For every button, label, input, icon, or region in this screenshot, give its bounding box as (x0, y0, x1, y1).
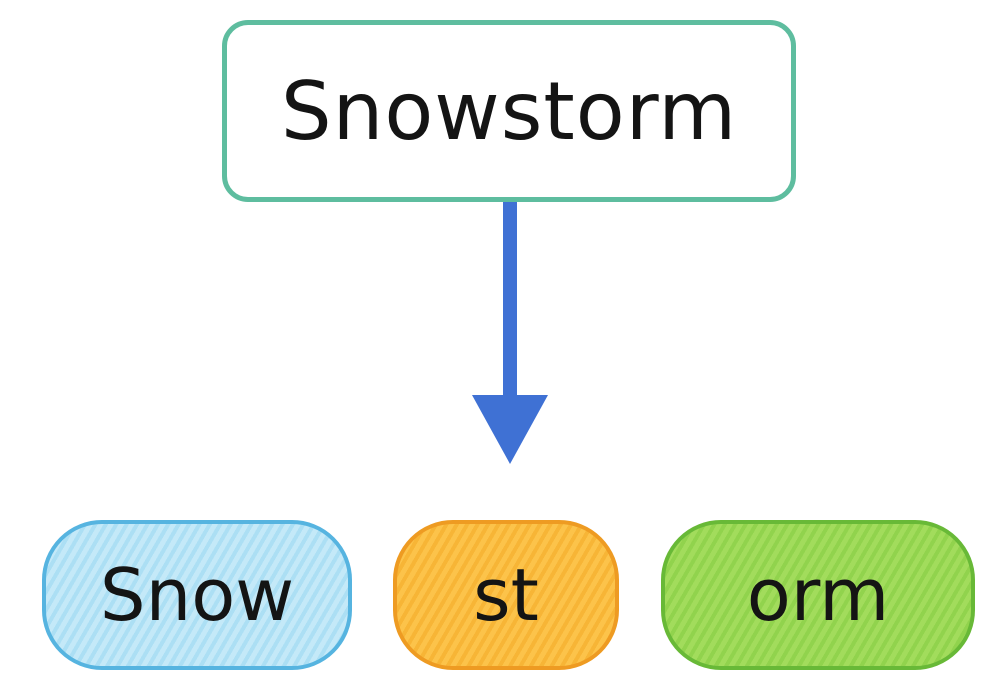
arrow-shaft (503, 202, 517, 398)
source-word-box: Snowstorm (222, 20, 796, 202)
token-text: st (473, 553, 539, 637)
source-word-text: Snowstorm (280, 64, 738, 158)
token-chip-orm: orm (661, 520, 975, 670)
token-text: Snow (99, 553, 295, 637)
token-chip-st: st (393, 520, 619, 670)
arrow-head (472, 395, 548, 464)
token-chip-snow: Snow (42, 520, 352, 670)
down-arrow-icon (472, 202, 548, 464)
token-text: orm (746, 553, 890, 637)
